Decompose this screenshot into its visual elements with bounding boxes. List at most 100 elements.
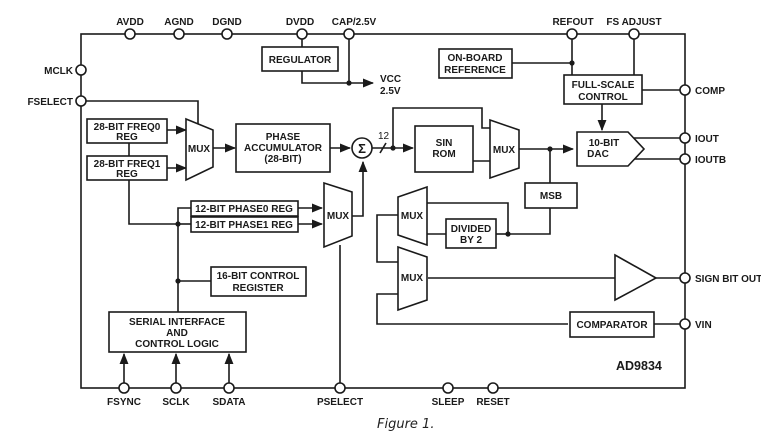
full-scale-label-2: CONTROL: [578, 92, 627, 103]
freq-mux: MUX: [185, 117, 214, 182]
freq0-label-1: 28-BIT FREQ0: [94, 122, 161, 133]
freq1-register-block: 28-BIT FREQ1 REG: [86, 155, 168, 181]
sin-rom-label-1: SIN: [436, 138, 453, 149]
phase-acc-label-1: PHASE: [266, 132, 301, 143]
pin-label-agnd: AGND: [164, 17, 193, 28]
sign-mux-1: MUX: [397, 185, 428, 247]
phase0-label: 12-BIT PHASE0 REG: [195, 204, 293, 215]
serial-interface-label-3: CONTROL LOGIC: [135, 339, 219, 350]
phase0-register-block: 12-BIT PHASE0 REG: [190, 200, 299, 217]
pin-iout: [679, 132, 691, 144]
pin-label-fsync: FSYNC: [107, 397, 141, 408]
junction-dots: [175, 60, 575, 284]
phase-acc-label-3: (28-BIT): [264, 154, 301, 165]
control-register-label-2: REGISTER: [232, 283, 284, 294]
phase-acc-label-2: ACCUMULATOR: [244, 143, 323, 154]
pin-label-vin: VIN: [695, 320, 712, 331]
dac-label-1: 10-BIT: [589, 138, 620, 149]
divided-label-1: DIVIDED: [451, 224, 492, 235]
vcc-voltage-label: 2.5V: [380, 86, 401, 97]
part-number-label: AD9834: [616, 359, 662, 373]
chip-outline: [80, 33, 686, 389]
pin-fselect: [75, 95, 87, 107]
pin-sclk: [170, 382, 182, 394]
pin-label-avdd: AVDD: [116, 17, 144, 28]
dac-label-2: DAC: [587, 149, 609, 160]
full-scale-control-block: FULL-SCALE CONTROL: [563, 74, 643, 105]
onboard-reference-block: ON-BOARD REFERENCE: [438, 48, 513, 79]
serial-interface-label-1: SERIAL INTERFACE: [129, 317, 225, 328]
regulator-block: REGULATOR: [261, 46, 339, 72]
pin-label-iout: IOUT: [695, 134, 719, 145]
freq1-label-1: 28-BIT FREQ1: [94, 159, 161, 170]
pin-pselect: [334, 382, 346, 394]
phase-mux-label: MUX: [327, 211, 350, 222]
sign-mux-2: MUX: [397, 245, 428, 312]
sin-rom-label-2: ROM: [432, 149, 455, 160]
pin-sleep: [442, 382, 454, 394]
msb-label: MSB: [540, 191, 562, 202]
pin-avdd: [124, 28, 136, 40]
phase-mux: MUX: [323, 181, 353, 249]
vcc-label: VCC: [380, 74, 401, 85]
pin-label-fs-adjust: FS ADJUST: [606, 17, 661, 28]
pin-label-sign-bit-out: SIGN BIT OUT: [695, 274, 761, 285]
top-pins: AVDD AGND DGND DVDD CAP/2.5V REFOUT FS A…: [116, 17, 662, 40]
serial-interface-label-2: AND: [166, 328, 188, 339]
onboard-reference-label-2: REFERENCE: [444, 65, 506, 76]
pin-label-fselect: FSELECT: [27, 97, 73, 108]
pin-label-refout: REFOUT: [552, 17, 593, 28]
wires: [81, 34, 685, 388]
full-scale-label-1: FULL-SCALE: [572, 80, 635, 91]
rom-mux: MUX: [489, 118, 520, 180]
pin-label-sclk: SCLK: [162, 397, 190, 408]
pin-comp: [679, 84, 691, 96]
summing-junction: Σ: [351, 137, 373, 159]
pin-reset: [487, 382, 499, 394]
freq1-label-2: REG: [116, 169, 138, 180]
pin-cap: [343, 28, 355, 40]
rom-mux-label: MUX: [493, 145, 516, 156]
phase1-register-block: 12-BIT PHASE1 REG: [190, 216, 299, 233]
pin-sign-bit-out: [679, 272, 691, 284]
pin-vin: [679, 318, 691, 330]
phase1-label: 12-BIT PHASE1 REG: [195, 220, 293, 231]
left-pins: MCLK FSELECT: [27, 64, 87, 108]
freq-mux-label: MUX: [188, 144, 211, 155]
pin-sdata: [223, 382, 235, 394]
divided-by-2-block: DIVIDED BY 2: [445, 218, 497, 249]
pin-agnd: [173, 28, 185, 40]
serial-interface-block: SERIAL INTERFACE AND CONTROL LOGIC: [108, 311, 247, 353]
pin-fs-adjust: [628, 28, 640, 40]
bus-width-label: 12: [378, 131, 390, 142]
comparator-block: COMPARATOR: [569, 311, 655, 338]
pin-fsync: [118, 382, 130, 394]
control-register-label-1: 16-BIT CONTROL: [217, 271, 300, 282]
comparator-label: COMPARATOR: [576, 320, 648, 331]
control-register-block: 16-BIT CONTROL REGISTER: [210, 266, 307, 297]
sin-rom-block: SIN ROM: [414, 125, 474, 173]
pin-dgnd: [221, 28, 233, 40]
pin-dvdd: [296, 28, 308, 40]
pin-label-dgnd: DGND: [212, 17, 241, 28]
right-pins: COMP IOUT IOUTB SIGN BIT OUT VIN: [679, 84, 761, 331]
pin-ioutb: [679, 153, 691, 165]
regulator-label: REGULATOR: [269, 55, 332, 66]
sign-mux-1-label: MUX: [401, 211, 424, 222]
pin-label-sleep: SLEEP: [432, 397, 465, 408]
freq0-label-2: REG: [116, 132, 138, 143]
pin-label-ioutb: IOUTB: [695, 155, 726, 166]
pin-refout: [566, 28, 578, 40]
sign-mux-2-label: MUX: [401, 273, 424, 284]
pin-label-sdata: SDATA: [213, 397, 246, 408]
figure-caption: Figure 1.: [377, 417, 434, 432]
pin-label-mclk: MCLK: [44, 66, 74, 77]
pin-mclk: [75, 64, 87, 76]
freq0-register-block: 28-BIT FREQ0 REG: [86, 118, 168, 144]
msb-block: MSB: [524, 182, 578, 209]
pin-label-pselect: PSELECT: [317, 397, 363, 408]
pin-label-reset: RESET: [476, 397, 509, 408]
onboard-reference-label-1: ON-BOARD: [448, 53, 503, 64]
bottom-pins: FSYNC SCLK SDATA PSELECT SLEEP RESET: [107, 382, 510, 408]
